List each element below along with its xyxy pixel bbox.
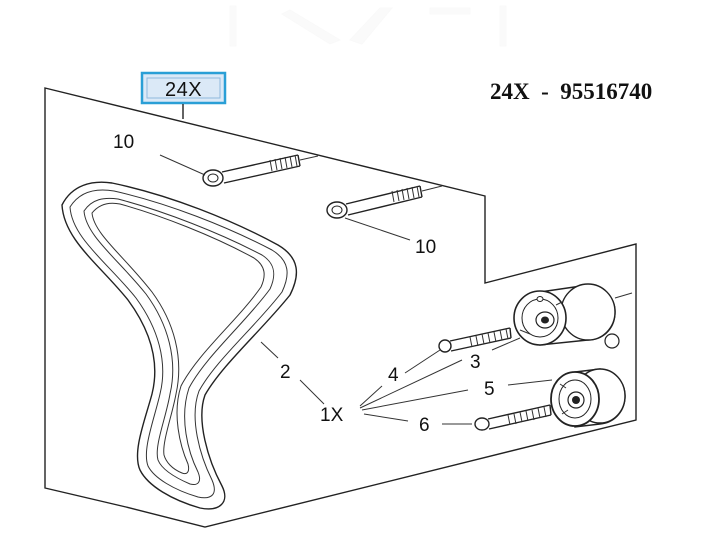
tensioner-pulley <box>513 283 633 349</box>
callout-bolt-top: 10 <box>113 132 134 153</box>
callout-belt: 2 <box>280 362 291 383</box>
callout-bolt-tensioner: 4 <box>388 365 399 386</box>
kit-label-box[interactable]: 24X <box>140 71 227 105</box>
timing-belt <box>61 181 298 510</box>
callout-group: 1X <box>320 405 344 426</box>
kit-label-text: 24X <box>165 79 202 101</box>
bolt-middle <box>326 185 443 219</box>
callout-tensioner: 3 <box>470 352 481 373</box>
bolt-tensioner <box>438 327 512 353</box>
bolt-middle-leader <box>344 217 411 241</box>
callout-idler: 5 <box>484 379 495 400</box>
kit-outline-panel <box>44 87 637 528</box>
bolt-top-leader <box>159 154 206 176</box>
idler-pulley <box>550 368 626 428</box>
callout-bolt-idler: 6 <box>419 415 430 436</box>
callout-bolt-mid: 10 <box>415 237 436 258</box>
faded-watermark <box>229 5 507 47</box>
bolt-idler <box>474 404 552 431</box>
part-number-heading: 24X - 95516740 <box>490 79 652 104</box>
bolt-top <box>202 154 319 187</box>
group-leaders <box>260 337 553 425</box>
